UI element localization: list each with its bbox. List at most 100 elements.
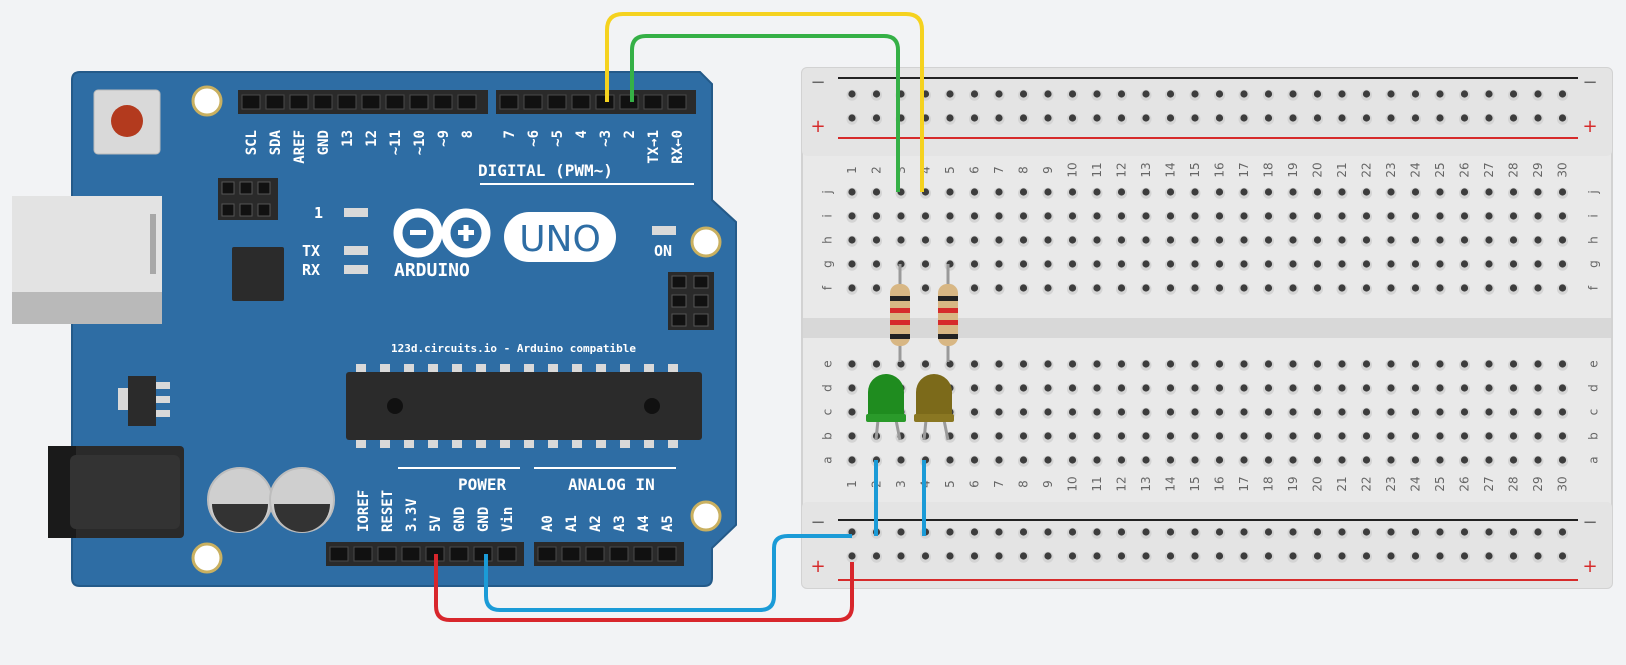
breadboard-hole[interactable] bbox=[848, 456, 856, 464]
breadboard-hole[interactable] bbox=[1044, 188, 1052, 196]
breadboard-hole[interactable] bbox=[1117, 188, 1126, 196]
breadboard-hole[interactable] bbox=[1068, 260, 1077, 268]
breadboard-hole[interactable] bbox=[1362, 384, 1371, 392]
breadboard-hole[interactable] bbox=[970, 90, 979, 98]
breadboard-hole[interactable] bbox=[1240, 408, 1248, 416]
breadboard-hole[interactable] bbox=[1191, 236, 1199, 244]
breadboard-hole[interactable] bbox=[995, 528, 1003, 536]
breadboard-hole[interactable] bbox=[1289, 360, 1297, 368]
breadboard-hole[interactable] bbox=[1411, 212, 1420, 220]
breadboard-hole[interactable] bbox=[1240, 114, 1248, 122]
breadboard-hole[interactable] bbox=[1215, 236, 1224, 244]
breadboard-hole[interactable] bbox=[1166, 384, 1175, 392]
breadboard-hole[interactable] bbox=[970, 114, 979, 122]
breadboard-hole[interactable] bbox=[1166, 260, 1175, 268]
breadboard-hole[interactable] bbox=[1558, 528, 1567, 536]
breadboard-hole[interactable] bbox=[848, 90, 856, 98]
breadboard-hole[interactable] bbox=[1436, 236, 1444, 244]
breadboard-hole[interactable] bbox=[848, 528, 856, 536]
breadboard-hole[interactable] bbox=[1019, 432, 1028, 440]
breadboard-hole[interactable] bbox=[1191, 188, 1199, 196]
breadboard-hole[interactable] bbox=[1093, 90, 1101, 98]
breadboard-hole[interactable] bbox=[1289, 236, 1297, 244]
breadboard-hole[interactable] bbox=[1338, 552, 1346, 560]
breadboard-hole[interactable] bbox=[1117, 236, 1126, 244]
breadboard-hole[interactable] bbox=[1019, 188, 1028, 196]
breadboard-hole[interactable] bbox=[1166, 552, 1175, 560]
breadboard-hole[interactable] bbox=[970, 188, 979, 196]
breadboard-hole[interactable] bbox=[1142, 528, 1150, 536]
breadboard-hole[interactable] bbox=[1313, 236, 1322, 244]
breadboard-hole[interactable] bbox=[1509, 432, 1518, 440]
breadboard-hole[interactable] bbox=[1509, 408, 1518, 416]
breadboard-hole[interactable] bbox=[1509, 212, 1518, 220]
breadboard-hole[interactable] bbox=[1509, 528, 1518, 536]
reset-button[interactable] bbox=[93, 89, 161, 155]
breadboard-hole[interactable] bbox=[1387, 528, 1395, 536]
breadboard-hole[interactable] bbox=[1485, 260, 1493, 268]
breadboard-hole[interactable] bbox=[970, 284, 979, 292]
breadboard-hole[interactable] bbox=[1142, 236, 1150, 244]
breadboard-hole[interactable] bbox=[1534, 212, 1542, 220]
breadboard-hole[interactable] bbox=[1411, 114, 1420, 122]
breadboard-hole[interactable] bbox=[872, 90, 881, 98]
breadboard-hole[interactable] bbox=[1534, 90, 1542, 98]
breadboard-hole[interactable] bbox=[897, 212, 905, 220]
header-socket[interactable] bbox=[561, 546, 581, 562]
breadboard-hole[interactable] bbox=[1289, 552, 1297, 560]
breadboard-hole[interactable] bbox=[1117, 552, 1126, 560]
breadboard-hole[interactable] bbox=[1117, 360, 1126, 368]
breadboard-hole[interactable] bbox=[946, 90, 954, 98]
breadboard-hole[interactable] bbox=[872, 236, 881, 244]
breadboard-hole[interactable] bbox=[1289, 528, 1297, 536]
breadboard-hole[interactable] bbox=[1191, 90, 1199, 98]
breadboard-hole[interactable] bbox=[1117, 456, 1126, 464]
breadboard-hole[interactable] bbox=[1387, 90, 1395, 98]
breadboard-hole[interactable] bbox=[1387, 188, 1395, 196]
breadboard-hole[interactable] bbox=[1460, 284, 1469, 292]
breadboard-hole[interactable] bbox=[1191, 360, 1199, 368]
breadboard-hole[interactable] bbox=[921, 260, 930, 268]
breadboard-hole[interactable] bbox=[1338, 90, 1346, 98]
header-socket[interactable] bbox=[241, 94, 261, 110]
breadboard-hole[interactable] bbox=[1142, 360, 1150, 368]
breadboard-hole[interactable] bbox=[946, 528, 954, 536]
breadboard-hole[interactable] bbox=[1240, 188, 1248, 196]
breadboard-hole[interactable] bbox=[1240, 284, 1248, 292]
breadboard-hole[interactable] bbox=[897, 236, 905, 244]
header-socket[interactable] bbox=[609, 546, 629, 562]
breadboard-hole[interactable] bbox=[897, 456, 905, 464]
breadboard-hole[interactable] bbox=[1436, 114, 1444, 122]
breadboard-hole[interactable] bbox=[1215, 432, 1224, 440]
breadboard-hole[interactable] bbox=[1534, 408, 1542, 416]
breadboard-hole[interactable] bbox=[1289, 432, 1297, 440]
breadboard-hole[interactable] bbox=[1142, 114, 1150, 122]
breadboard-hole[interactable] bbox=[1436, 188, 1444, 196]
breadboard-hole[interactable] bbox=[1436, 90, 1444, 98]
breadboard-hole[interactable] bbox=[1558, 384, 1567, 392]
breadboard-hole[interactable] bbox=[1313, 284, 1322, 292]
breadboard-hole[interactable] bbox=[872, 360, 881, 368]
breadboard-hole[interactable] bbox=[1093, 528, 1101, 536]
breadboard-hole[interactable] bbox=[1068, 90, 1077, 98]
breadboard-hole[interactable] bbox=[1142, 408, 1150, 416]
breadboard-hole[interactable] bbox=[848, 114, 856, 122]
breadboard-hole[interactable] bbox=[1534, 188, 1542, 196]
breadboard-hole[interactable] bbox=[1338, 408, 1346, 416]
header-socket[interactable] bbox=[657, 546, 677, 562]
breadboard-hole[interactable] bbox=[1338, 360, 1346, 368]
breadboard-hole[interactable] bbox=[970, 384, 979, 392]
breadboard-hole[interactable] bbox=[1019, 90, 1028, 98]
breadboard-hole[interactable] bbox=[848, 552, 856, 560]
breadboard-hole[interactable] bbox=[1436, 384, 1444, 392]
breadboard-hole[interactable] bbox=[1215, 552, 1224, 560]
breadboard-hole[interactable] bbox=[946, 114, 954, 122]
breadboard-hole[interactable] bbox=[1411, 360, 1420, 368]
header-socket[interactable] bbox=[449, 546, 469, 562]
breadboard-hole[interactable] bbox=[1264, 384, 1273, 392]
breadboard-hole[interactable] bbox=[995, 188, 1003, 196]
breadboard-hole[interactable] bbox=[1093, 260, 1101, 268]
header-socket[interactable] bbox=[377, 546, 397, 562]
breadboard-hole[interactable] bbox=[1191, 260, 1199, 268]
breadboard-hole[interactable] bbox=[1019, 260, 1028, 268]
